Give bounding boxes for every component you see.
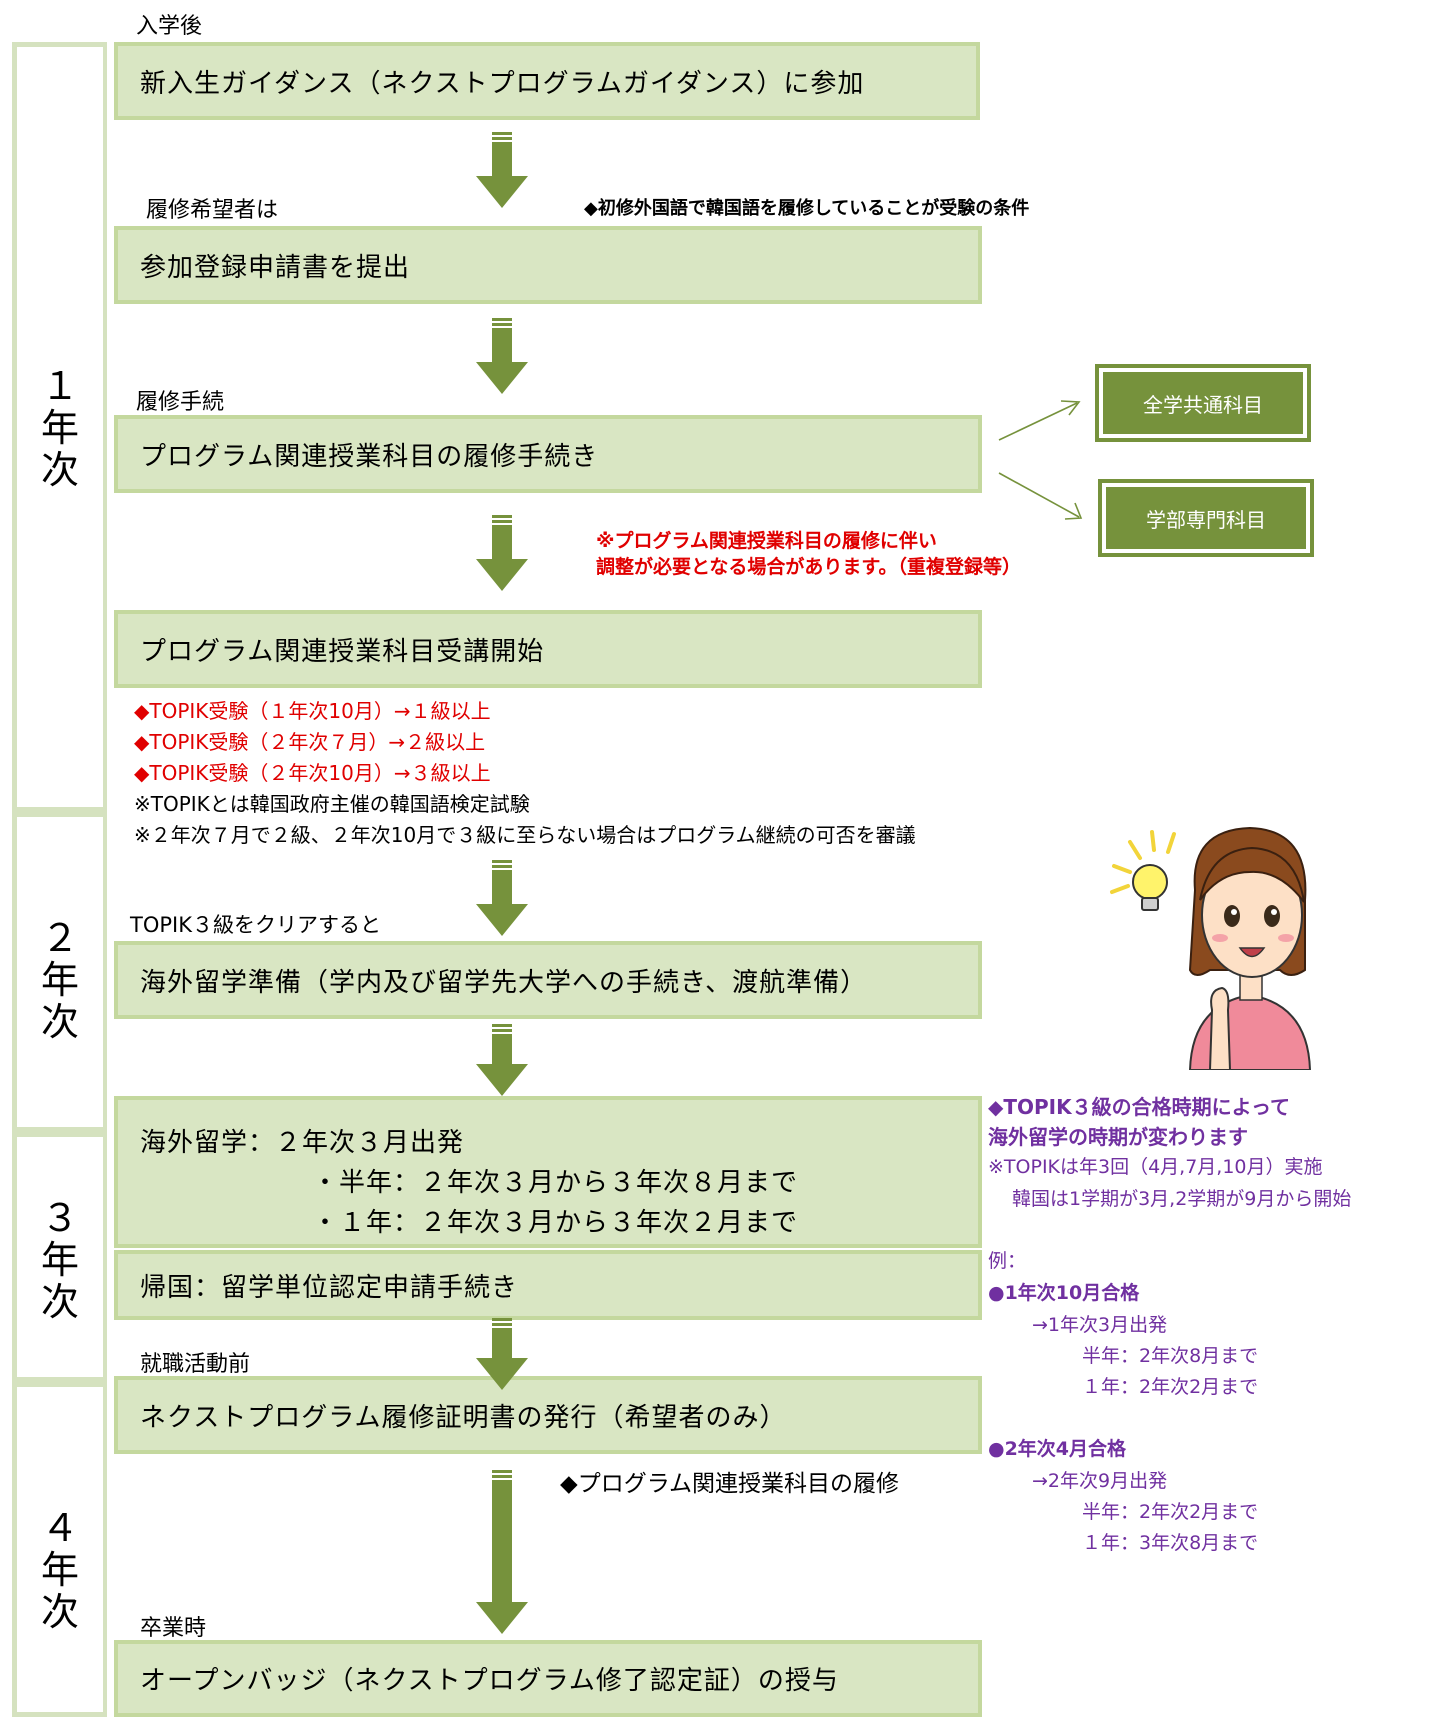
side-arrows: [998, 400, 1083, 520]
step-abroad-half: ・半年：２年次３月から３年次８月まで: [312, 1168, 799, 1198]
year-label-4: ４ 年 次: [40, 1506, 79, 1634]
down-arrow-1: [476, 132, 528, 208]
step-start-text: プログラム関連授業科目受講開始: [140, 636, 545, 667]
box-common-courses-text: 全学共通科目: [1143, 392, 1263, 417]
year-label-2: ２ 年 次: [40, 916, 79, 1044]
timing-head-1: ◆TOPIK３級の合格時期によって: [988, 1095, 1291, 1119]
step-abroad: 海外留学：２年次３月出発 ・半年：２年次３月から３年次８月まで ・１年：２年次３…: [114, 1096, 982, 1248]
down-arrow-7: [476, 1470, 528, 1634]
step-guidance-text: 新入生ガイダンス（ネクストプログラムガイダンス）に参加: [140, 68, 865, 99]
timing-info-2: 韓国は1学期が3月,2学期が9月から開始: [1012, 1188, 1352, 1210]
step-abroad-year: ・１年：２年次３月から３年次２月まで: [312, 1208, 799, 1238]
box-faculty-courses-text: 学部専門科目: [1146, 507, 1266, 532]
label-registration: 履修手続: [136, 390, 225, 415]
note-topik-2: ◆TOPIK受験（２年次７月）→２級以上: [134, 730, 486, 754]
idea-rays: [1110, 830, 1176, 894]
step-apply-text: 参加登録申請書を提出: [140, 252, 411, 283]
step-guidance: 新入生ガイダンス（ネクストプログラムガイダンス）に参加: [114, 42, 980, 120]
box-common-courses: 全学共通科目: [1095, 364, 1311, 442]
step-return: 帰国：留学単位認定申請手続き: [114, 1250, 982, 1320]
step-certificate-text: ネクストプログラム履修証明書の発行（希望者のみ）: [140, 1402, 787, 1433]
year-column-3: ３ 年 次: [12, 1132, 107, 1382]
year-column-2: ２ 年 次: [12, 812, 107, 1132]
timing-example-label: 例：: [988, 1250, 1027, 1272]
note-topik-definition: ※TOPIKとは韓国政府主催の韓国語検定試験: [134, 792, 530, 816]
timing-case1-year: １年：2年次2月まで: [1082, 1376, 1259, 1398]
step-badge-text: オープンバッジ（ネクストプログラム修了認定証）の授与: [140, 1666, 839, 1696]
step-prepare: 海外留学準備（学内及び留学先大学への手続き、渡航準備）: [114, 941, 982, 1019]
label-topik-clear: TOPIK３級をクリアすると: [130, 913, 381, 937]
label-before-job: 就職活動前: [140, 1352, 251, 1377]
timing-info-1: ※TOPIKは年3回（4月,7月,10月）実施: [988, 1156, 1323, 1178]
label-graduation: 卒業時: [140, 1616, 207, 1641]
note-continue-courses: ◆プログラム関連授業科目の履修: [560, 1471, 899, 1497]
down-arrow-2: [476, 318, 528, 394]
note-adjust-2: 調整が必要となる場合があります。（重複登録等）: [596, 556, 1022, 578]
label-after-entry: 入学後: [136, 14, 203, 39]
step-start: プログラム関連授業科目受講開始: [114, 610, 982, 688]
step-apply: 参加登録申請書を提出: [114, 226, 982, 304]
down-arrow-4: [476, 860, 528, 936]
note-condition: ◆初修外国語で韓国語を履修していることが受験の条件: [584, 198, 1030, 219]
step-prepare-text: 海外留学準備（学内及び留学先大学への手続き、渡航準備）: [140, 967, 868, 998]
step-return-text: 帰国：留学単位認定申請手続き: [140, 1272, 519, 1303]
note-topik-3: ◆TOPIK受験（２年次10月）→３級以上: [134, 761, 491, 785]
step-badge: オープンバッジ（ネクストプログラム修了認定証）の授与: [114, 1640, 982, 1717]
down-arrow-3: [476, 515, 528, 591]
timing-case2-depart: →2年次9月出発: [1032, 1470, 1168, 1492]
timing-case1-title: ●1年次10月合格: [988, 1282, 1140, 1304]
year-label-1: １ 年 次: [40, 364, 79, 492]
note-topik-review: ※２年次７月で２級、２年次10月で３級に至らない場合はプログラム継続の可否を審議: [134, 823, 916, 847]
down-arrow-5: [476, 1024, 528, 1096]
step-enroll: プログラム関連授業科目の履修手続き: [114, 415, 982, 493]
step-certificate: ネクストプログラム履修証明書の発行（希望者のみ）: [114, 1376, 982, 1454]
note-adjust-1: ※プログラム関連授業科目の履修に伴い: [596, 530, 937, 552]
timing-case1-half: 半年：2年次8月まで: [1082, 1345, 1259, 1367]
year-column-4: ４ 年 次: [12, 1382, 107, 1717]
step-abroad-title: 海外留学：２年次３月出発: [140, 1128, 465, 1158]
step-enroll-text: プログラム関連授業科目の履修手続き: [140, 441, 599, 472]
woman-idea-illustration: [1110, 826, 1312, 1070]
year-label-3: ３ 年 次: [40, 1196, 79, 1324]
lightbulb-icon: [1132, 864, 1168, 911]
label-applicants: 履修希望者は: [146, 198, 279, 223]
note-topik-1: ◆TOPIK受験（１年次10月）→１級以上: [134, 699, 491, 723]
timing-case1-depart: →1年次3月出発: [1032, 1314, 1168, 1336]
box-faculty-courses: 学部専門科目: [1098, 479, 1314, 557]
timing-case2-title: ●2年次4月合格: [988, 1438, 1127, 1460]
timing-case2-year: １年：3年次8月まで: [1082, 1532, 1259, 1554]
timing-case2-half: 半年：2年次2月まで: [1082, 1501, 1259, 1523]
timing-head-2: 海外留学の時期が変わります: [988, 1125, 1248, 1149]
year-column-1: １ 年 次: [12, 42, 107, 812]
down-arrow-6: [476, 1318, 528, 1390]
